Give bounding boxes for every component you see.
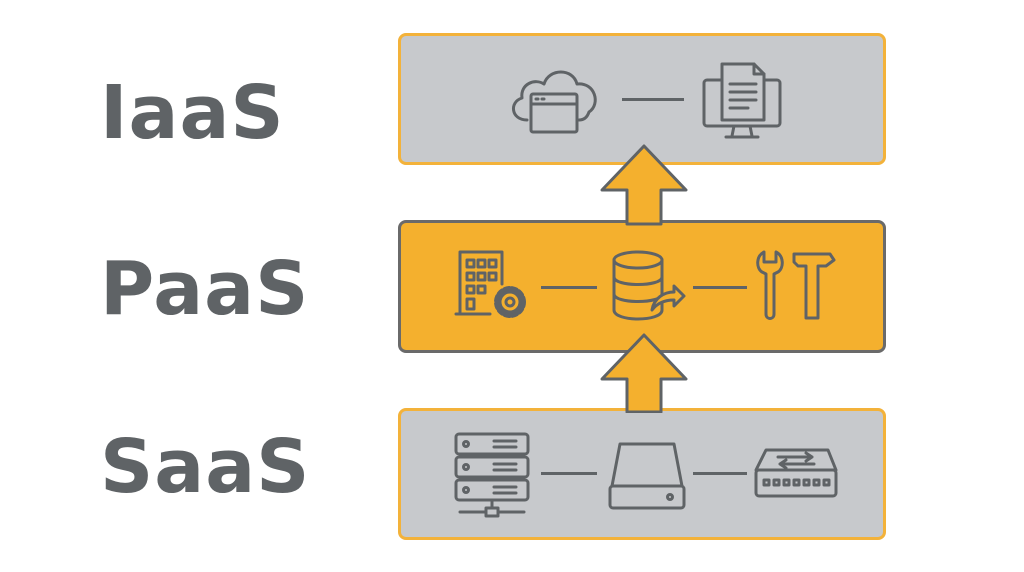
monitor-document-icon (702, 62, 782, 139)
connector-line (541, 472, 597, 475)
up-arrow-top (600, 144, 688, 226)
server-rack-icon (454, 432, 530, 518)
hard-drive-icon (608, 442, 686, 510)
layer-label-paas: PaaS (100, 246, 310, 332)
connector-line (622, 98, 684, 101)
up-arrow-bottom (600, 333, 688, 413)
database-export-icon (612, 250, 686, 321)
connector-line (693, 472, 747, 475)
layer-label-iaas: IaaS (100, 70, 285, 156)
building-gear-icon (454, 250, 526, 318)
connector-line (693, 286, 747, 289)
layer-label-saas: SaaS (100, 424, 311, 510)
network-switch-icon (754, 448, 838, 498)
wrench-hammer-icon (756, 250, 836, 320)
connector-line (541, 286, 597, 289)
cloud-browser-icon (512, 70, 597, 134)
bottom-layer-box (398, 408, 886, 540)
